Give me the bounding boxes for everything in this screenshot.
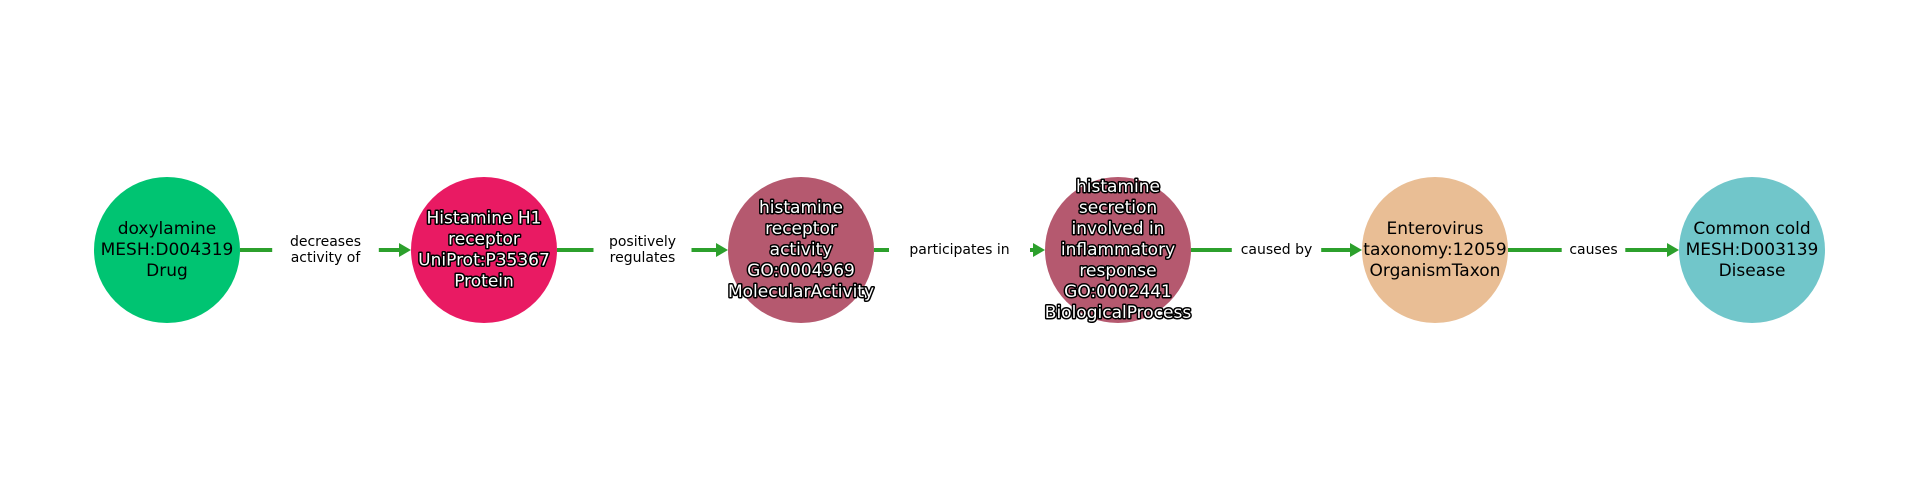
node-label: Common cold xyxy=(1693,219,1810,239)
node-circle xyxy=(1362,177,1508,323)
edge-label-bg xyxy=(593,232,692,268)
node-label: MESH:D003139 xyxy=(1686,240,1819,260)
edge-label-bg xyxy=(1231,240,1322,260)
node-label: response xyxy=(1079,261,1156,281)
arrow-head-icon xyxy=(1667,243,1679,257)
node-label: histamine xyxy=(759,198,843,218)
edge-label: regulates xyxy=(610,250,676,266)
edge-label-bg xyxy=(889,240,1030,260)
arrow-head-icon xyxy=(1350,243,1362,257)
node-label: receptor xyxy=(765,219,837,239)
node-label: Histamine H1 xyxy=(427,209,542,229)
edge-label: activity of xyxy=(291,250,362,266)
node-label: receptor xyxy=(448,230,520,250)
arrow-head-icon xyxy=(1033,243,1045,257)
edge-label: positively xyxy=(609,234,676,250)
arrow-head-icon xyxy=(399,243,411,257)
edge: caused by xyxy=(1191,240,1362,260)
edge-label: caused by xyxy=(1241,242,1313,258)
node-label: involved in xyxy=(1072,219,1165,239)
node-label: MESH:D004319 xyxy=(101,240,234,260)
node-label: Protein xyxy=(454,272,514,292)
node-label: BiologicalProcess xyxy=(1045,303,1192,323)
edge-label-bg xyxy=(272,232,379,268)
node-label: Drug xyxy=(146,261,188,281)
node-label: Enterovirus xyxy=(1386,219,1483,239)
node-label: MolecularActivity xyxy=(728,282,874,302)
node-label: doxylamine xyxy=(118,219,216,239)
graph-node[interactable]: Histamine H1receptorUniProt:P35367Protei… xyxy=(411,177,557,323)
node-circle xyxy=(728,177,874,323)
edge-label-bg xyxy=(1561,240,1626,260)
edge-label: participates in xyxy=(909,242,1009,258)
node-label: histamine xyxy=(1076,177,1160,197)
edge: participates in xyxy=(874,240,1045,260)
node-circle xyxy=(94,177,240,323)
edge-label: causes xyxy=(1569,242,1617,258)
node-circle xyxy=(1045,177,1191,323)
node-label: GO:0004969 xyxy=(747,261,855,281)
node-label: OrganismTaxon xyxy=(1370,261,1501,281)
node-circle xyxy=(1679,177,1825,323)
node-label: activity xyxy=(770,240,833,260)
arrow-head-icon xyxy=(716,243,728,257)
edge-label: decreases xyxy=(290,234,361,250)
node-label: Disease xyxy=(1719,261,1786,281)
node-label: GO:0002441 xyxy=(1064,282,1172,302)
node-circle xyxy=(411,177,557,323)
node-label: secretion xyxy=(1079,198,1157,218)
node-label: UniProt:P35367 xyxy=(418,251,550,271)
node-label: taxonomy:12059 xyxy=(1363,240,1506,260)
graph-node[interactable]: histaminereceptoractivityGO:0004969Molec… xyxy=(726,177,876,323)
edge: causes xyxy=(1508,240,1679,260)
node-label: inflammatory xyxy=(1061,240,1175,260)
